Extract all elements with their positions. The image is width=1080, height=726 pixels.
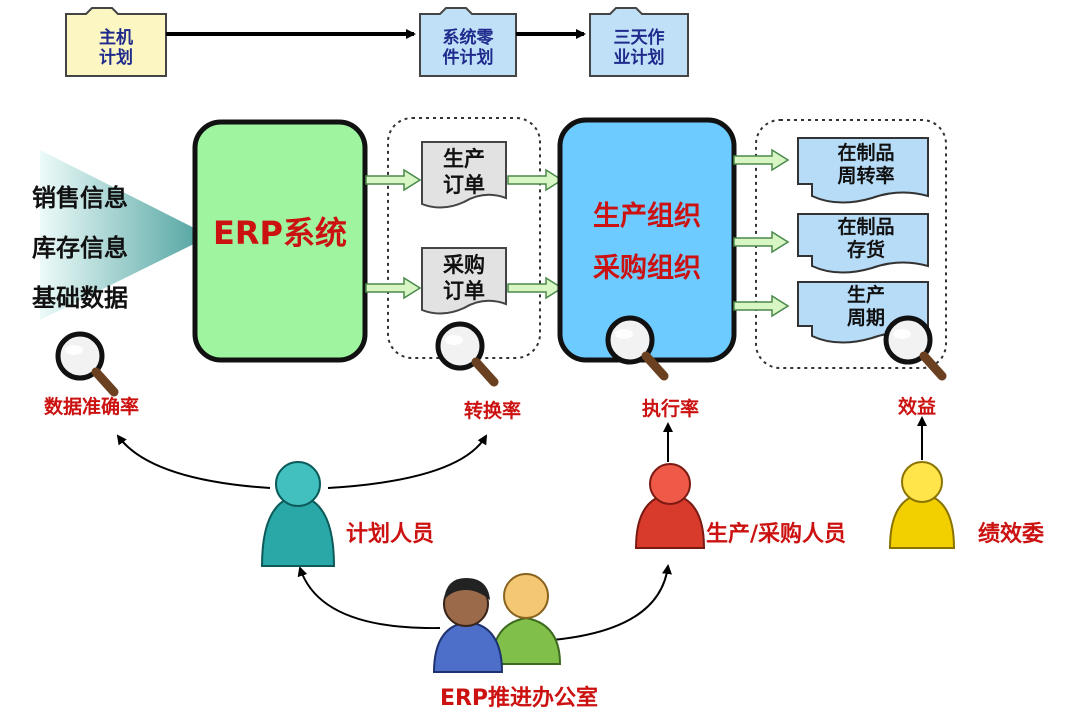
folder-parts-plan-label: 系统零 件计划 [420,28,516,68]
wip-inventory-label: 在制品 存货 [837,216,895,261]
arrow-org-to-wip-inventory [733,231,789,253]
production-org-label: 生产组织 [593,201,701,232]
planner-person-icon [260,461,336,567]
arrow-erp-to-purchase-order [365,277,421,299]
doc-production-order [421,141,507,209]
arrow-org-to-wip-turnover [733,149,789,171]
production-staff-person-icon [634,463,706,549]
top-flow-2: 三天作 业计划 [613,28,665,68]
committee-person-icon [888,461,956,549]
person-production-staff-label: 生产/采购人员 [706,522,847,547]
magnifier-data-accuracy-icon [58,334,114,392]
doc-wip-inventory [797,213,929,274]
metric-conversion-rate: 转换率 [464,400,522,422]
input-wedge [40,150,210,320]
metric-data-accuracy: 数据准确率 [44,396,140,418]
arc-planner-to-conversion [327,434,488,489]
doc-purchase-order [421,247,507,315]
arc-planner-to-accuracy [116,434,271,489]
cycle-time-label: 生产 周期 [846,284,885,329]
person-planner-label: 计划人员 [346,522,435,547]
arc-office-to-prod-staff [551,564,672,641]
arc-office-to-planner [297,566,441,630]
input-inventory-info: 库存信息 [32,234,128,262]
input-base-data: 基础数据 [32,284,128,312]
purchase-org-label: 采购组织 [593,253,701,284]
arrow-org-to-cycle-time [733,295,789,317]
top-flow-1: 系统零 件计划 [442,28,494,68]
wip-turnover-label: 在制品 周转率 [837,142,895,187]
erp-box [192,119,368,363]
folder-3day-plan [589,7,689,77]
doc-wip-turnover [797,137,929,204]
arrow-purchase-order-to-org [507,277,563,299]
office-label: ERP推进办公室 [439,686,599,711]
arrow-production-order-to-org [507,169,563,191]
top-flow [65,7,689,77]
folder-3day-plan-label: 三天作 业计划 [590,28,688,68]
arrow-erp-to-production-order [365,169,421,191]
metric-benefit: 效益 [898,396,937,418]
purchase-order-label: 采购 订单 [443,253,485,303]
office-people-icon [432,573,562,673]
top-flow-0: 主机 计划 [99,28,133,68]
metric-execution-rate: 执行率 [642,398,700,420]
folder-parts-plan [419,7,517,77]
person-committee-label: 绩效委 [978,522,1045,547]
erp-system-label: ERP系统 [213,214,347,252]
magnifier-conversion-icon [438,324,494,382]
outputs-group [755,119,947,369]
folder-host-plan [65,7,167,77]
production-order-label: 生产 订单 [443,147,485,197]
folder-host-plan-label: 主机 计划 [66,28,166,68]
input-sales-info: 销售信息 [32,184,128,212]
